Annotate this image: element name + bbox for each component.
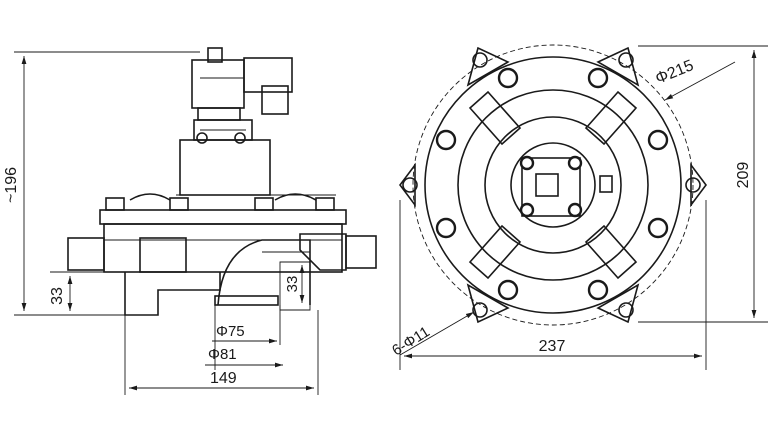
valve-bonnet: [176, 119, 336, 196]
center-solenoid: [519, 155, 613, 218]
bolt-holes: [435, 67, 669, 301]
dim-label-81: Φ81: [208, 346, 237, 363]
side-view: ~196 33 33 Φ75 Φ81 149: [3, 47, 377, 395]
dim-dia-75: Φ75: [212, 305, 281, 370]
dim-label-237: 237: [539, 338, 566, 355]
dim-label-33-inner: 33: [284, 276, 301, 293]
dim-height-196: ~196: [3, 51, 200, 316]
dim-dia-215: Φ215: [653, 57, 736, 101]
dim-dia-81: Φ81: [205, 346, 283, 368]
dim-label-149: 149: [210, 370, 237, 387]
dim-width-149: 149: [124, 310, 319, 395]
dim-height-33-inner: 33: [284, 265, 305, 303]
dim-label-6x11: 6-Φ11: [389, 323, 433, 359]
solenoid-coil: [191, 47, 293, 121]
dim-holes-6x11: 6-Φ11: [389, 311, 475, 359]
dim-label-75: Φ75: [216, 323, 245, 340]
dim-label-209: 209: [735, 162, 752, 189]
main-flange: [424, 56, 682, 314]
mounting-ears: [399, 46, 707, 324]
top-view: Φ215 209 6-Φ11 237: [389, 44, 768, 370]
valve-body: [67, 193, 377, 316]
dim-label-215: Φ215: [653, 57, 696, 88]
dim-height-33-left: 33: [49, 271, 125, 311]
outer-dashed-circle: [412, 44, 694, 326]
dim-width-237: 237: [399, 200, 707, 370]
dim-label-196: ~196: [3, 167, 20, 203]
dim-label-33-left: 33: [49, 287, 66, 305]
dim-height-209: 209: [638, 45, 768, 323]
radial-slots: [468, 90, 638, 280]
